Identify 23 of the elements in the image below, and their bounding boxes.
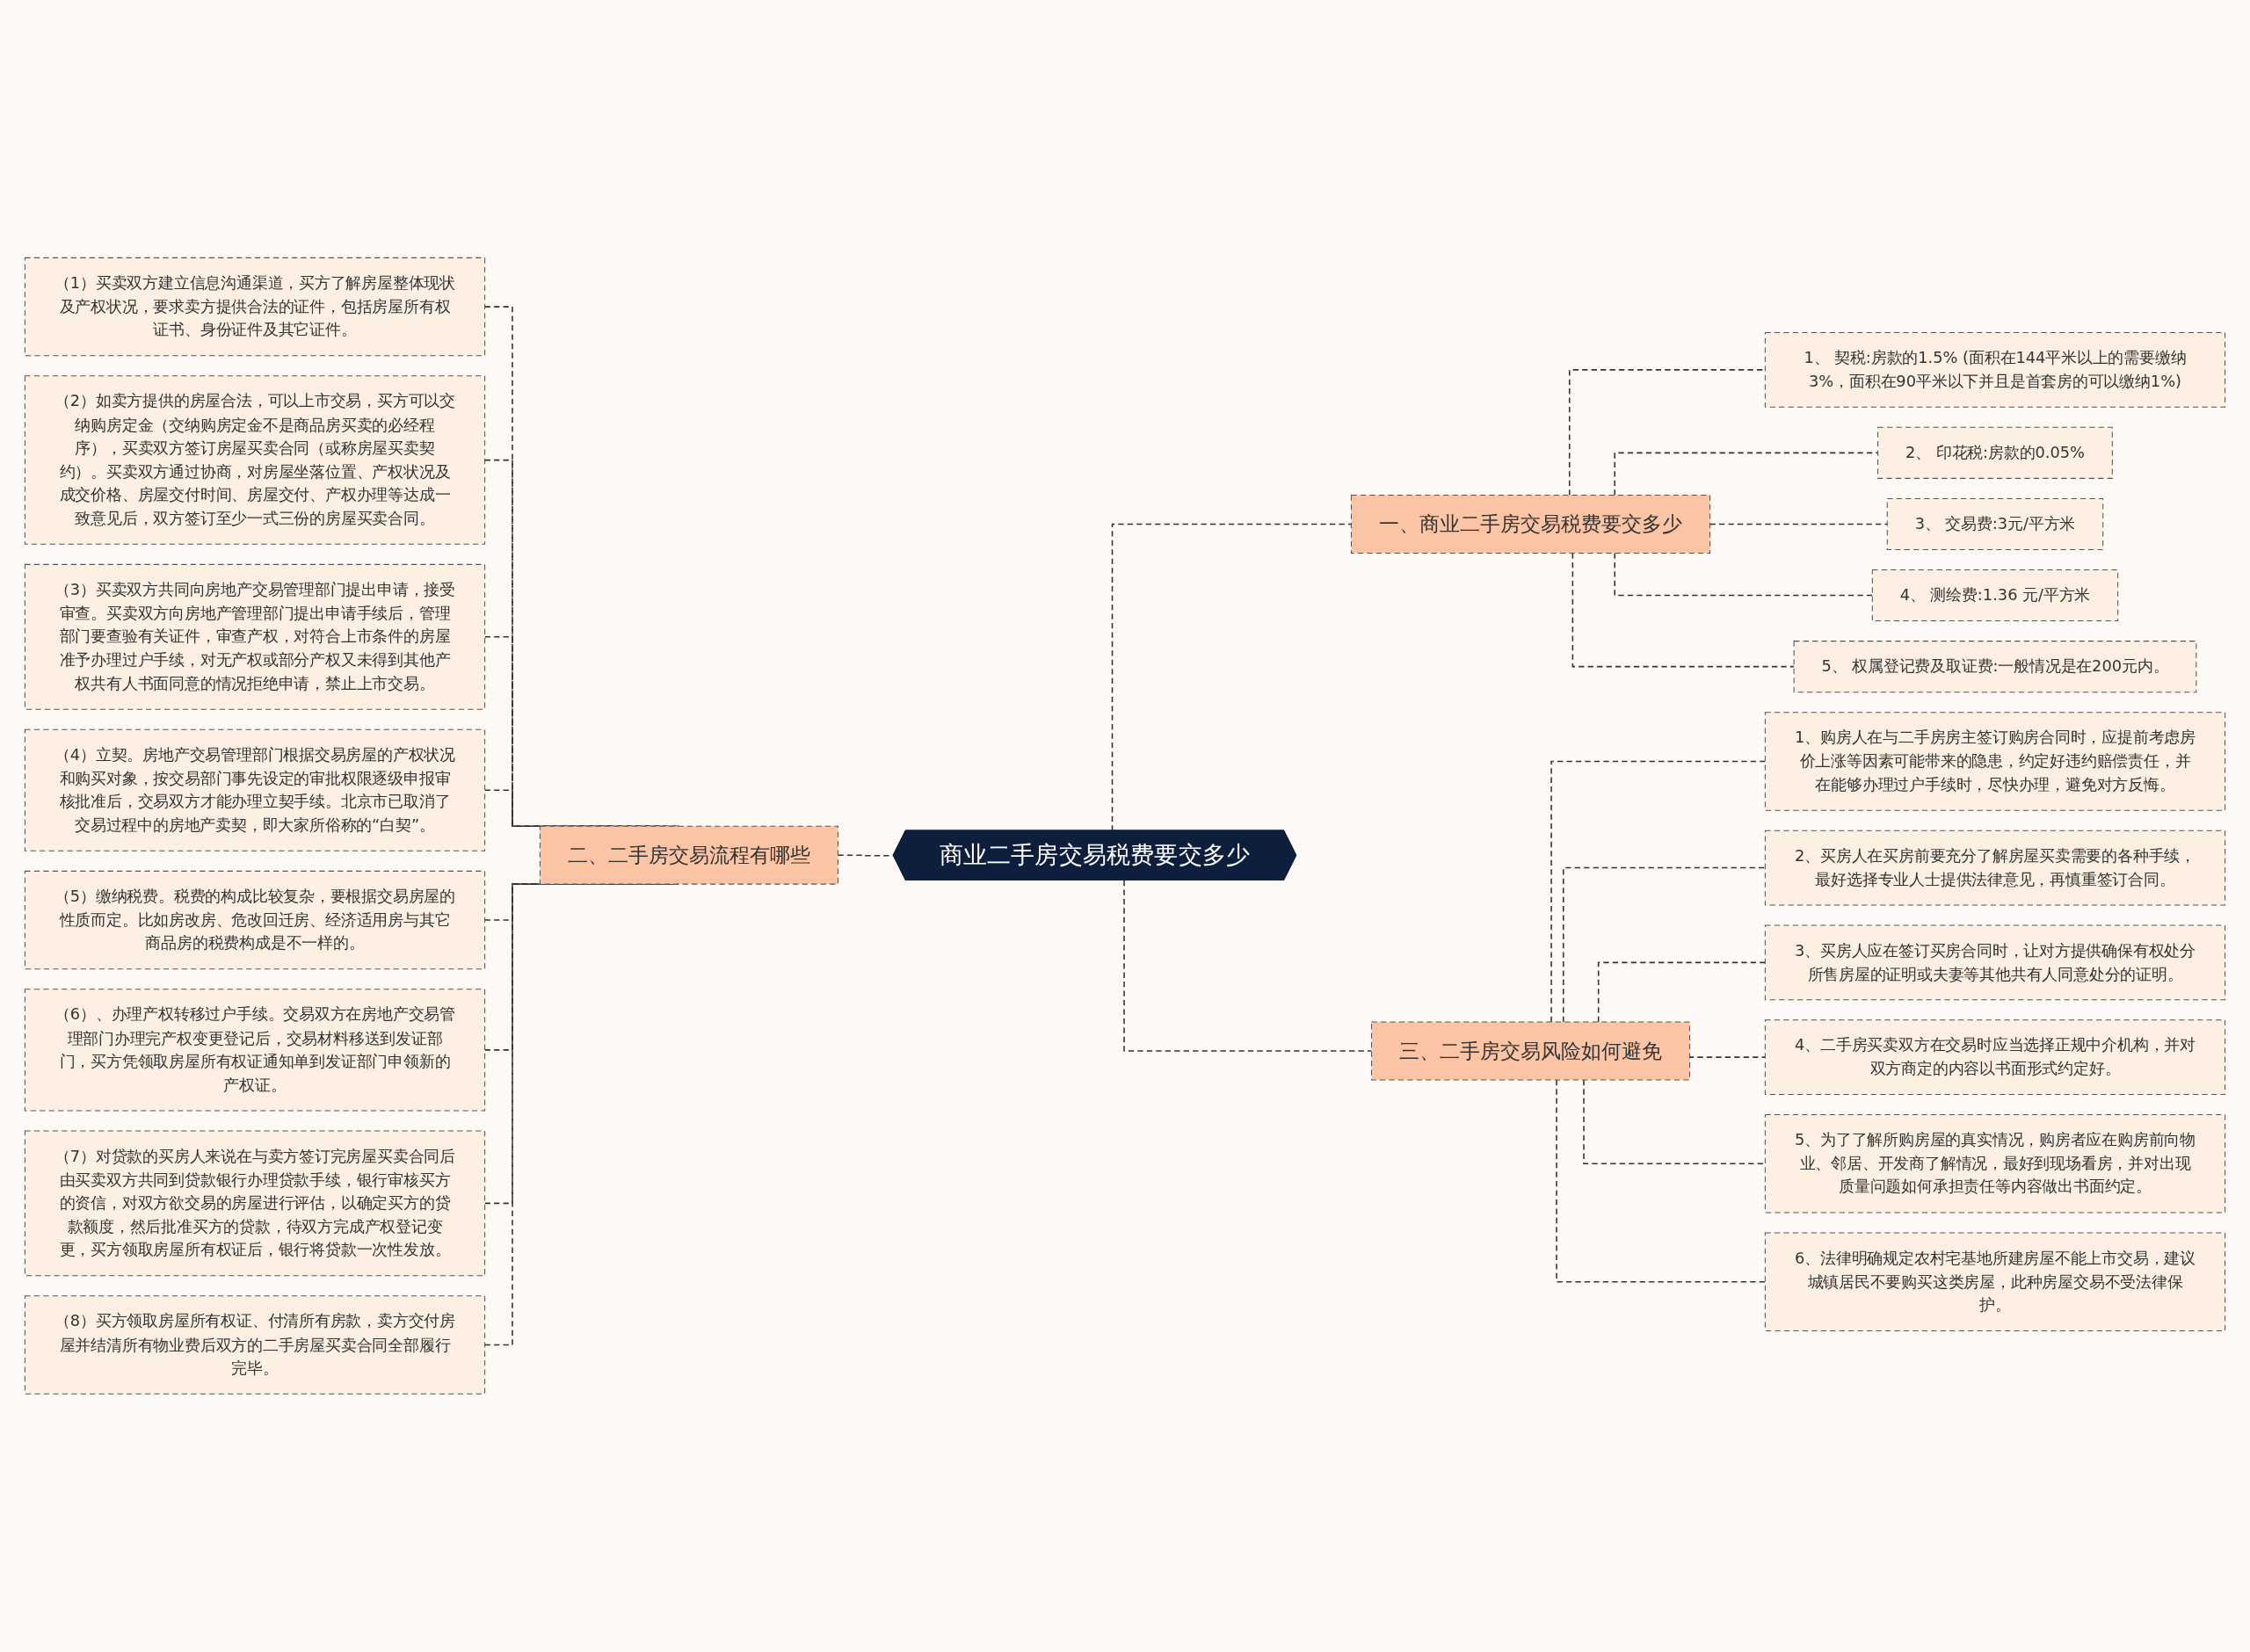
node-box: 一、商业二手房交易税费要交多少 [1350,495,1711,554]
node-box: 5、为了了解所购房屋的真实情况，购房者应在购房前向物业、邻居、开发商了解情况，最好到现场看房，并对出现质量问题如何承担责任等内容做出书面约定。 [1764,1114,2226,1214]
node-box: 1、购房人在与二手房房主签订购房合同时，应提前考虑房价上涨等因素可能带来的隐患，约定好违约赔偿责任，并在能够办理过户手续时，尽快办理，避免对方反悔。 [1764,712,2226,811]
node-box: （5）缴纳税费。税费的构成比较复杂，要根据交易房屋的性质而定。比如房改房、危改回迁房、经济适用房与其它商品房的税费构成是不一样的。 [24,871,486,970]
node-box: （4）立契。房地产交易管理部门根据交易房屋的产权状况和购买对象，按交易部门事先设定的审批权限逐级申报审核批准后，交易双方才能办理立契手续。北京市已取消了交易过程中的房地产卖契，即大家所俗称的“白契”。 [24,728,486,852]
node-box: （8）买方领取房屋所有权证、付清所有房款，卖方交付房屋并结清所有物业费后双方的二手房屋买卖合同全部履行完毕。 [24,1295,486,1395]
node-box: （3）买卖双方共同向房地产交易管理部门提出申请，接受审查。买卖双方向房地产管理部门提出申请手续后，管理部门要查验有关证件，审查产权，对符合上市条件的房屋准予办理过户手续，对无产权或部分产权又未得到其他产权共有人书面同意的情况拒绝申请，禁止上市交易。 [24,564,486,710]
node-box: 2、 印花税:房款的0.05% [1877,426,2113,480]
node-box: 二、二手房交易流程有哪些 [539,825,838,885]
node-box: （2）如卖方提供的房屋合法，可以上市交易，买方可以交纳购房定金（交纳购房定金不是商品房买卖的必经程序），买卖双方签订房屋买卖合同（或称房屋买卖契约）。买卖双方通过协商，对房屋坐落位置、产权状况及成交价格、房屋交付时间、房屋交付、产权办理等达成一致意见后，双方签订至少一式三份的房屋买卖合同。 [24,375,486,546]
node-box: 1、 契税:房款的1.5% (面积在144平米以上的需要缴纳3%，面积在90平米以下并且是首套房的可以缴纳1%) [1764,332,2226,408]
node-box: 4、二手房买卖双方在交易时应当选择正规中介机构，并对双方商定的内容以书面形式约定好。 [1764,1019,2226,1096]
node-box: 2、买房人在买房前要充分了解房屋买卖需要的各种手续，最好选择专业人士提供法律意见，再慎重签订合同。 [1764,830,2226,906]
node-box: 三、二手房交易风险如何避免 [1370,1021,1691,1081]
node-box: （7）对贷款的买房人来说在与卖方签订完房屋买卖合同后由买卖双方共同到贷款银行办理贷款手续，银行审核买方的资信，对双方欲交易的房屋进行评估，以确定买方的贷款额度，然后批准买方的贷款，待双方完成产权登记变更，买方领取房屋所有权证后，银行将贷款一次性发放。 [24,1130,486,1277]
node-box: 5、 权属登记费及取证费:一般情况是在200元内。 [1793,641,2197,693]
node-box: （1）买卖双方建立信息沟通渠道，买方了解房屋整体现状及产权状况，要求卖方提供合法的证件，包括房屋所有权证书、身份证件及其它证件。 [24,257,486,357]
node-box: 4、 测绘费:1.36 元/平方米 [1871,569,2119,622]
connector [1571,552,1795,668]
node-box: （6）、办理产权转移过户手续。交易双方在房地产交易管理部门办理完产权变更登记后，交易材料移送到发证部门，买方凭领取房屋所有权证通知单到发证部门申领新的产权证。 [24,989,486,1112]
node-box: 3、买房人应在签订买房合同时，让对方提供确保有权处分所售房屋的证明或夫妻等其他共有人同意处分的证明。 [1764,924,2226,1001]
node-box: 6、法律明确规定农村宅基地所建房屋不能上市交易，建议城镇居民不要购买这类房屋，此种房屋交易不受法律保护。 [1764,1232,2226,1332]
node-box: 3、 交易费:3元/平方米 [1886,498,2104,551]
